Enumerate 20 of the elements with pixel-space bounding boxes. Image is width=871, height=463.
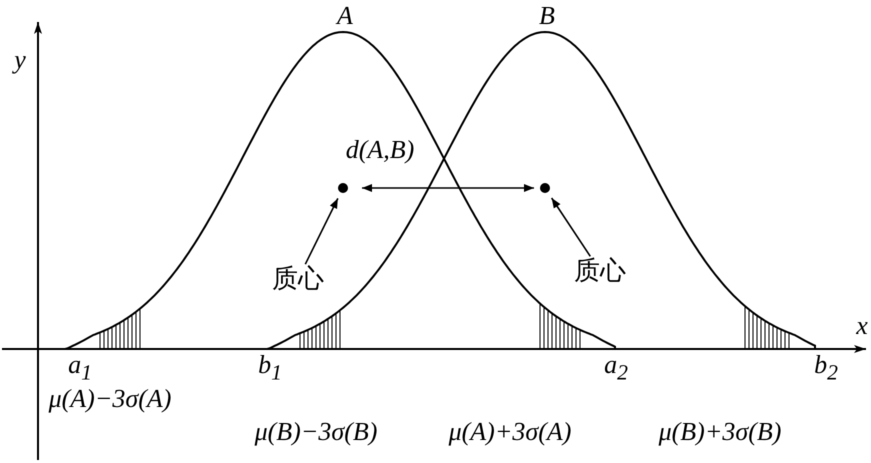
- point-label: b$_{2}$: [814, 352, 838, 384]
- point-label: a$_{1}$: [68, 352, 92, 384]
- bound-label: μ(A)−3σ(A): [48, 386, 172, 412]
- axis-label: y: [14, 47, 26, 73]
- bound-label: μ(B)−3σ(B): [254, 419, 378, 445]
- axis-label: x: [856, 313, 868, 339]
- point-label: a$_{2}$: [604, 352, 628, 384]
- centroid-label: 质心: [272, 266, 324, 292]
- double-arrow: [362, 184, 534, 192]
- curve-label: A: [337, 3, 353, 29]
- curve-label: B: [539, 3, 555, 29]
- point-label: b$_{1}$: [258, 352, 282, 384]
- centroid-dot: [540, 183, 550, 193]
- centroid-label: 质心: [574, 258, 626, 284]
- arrow: [550, 198, 591, 257]
- centroid-dot: [338, 183, 348, 193]
- edge-label: d(A,B): [346, 137, 414, 163]
- bound-label: μ(B)+3σ(B): [658, 419, 782, 445]
- arrow: [304, 198, 339, 265]
- bound-label: μ(A)+3σ(A): [448, 419, 572, 445]
